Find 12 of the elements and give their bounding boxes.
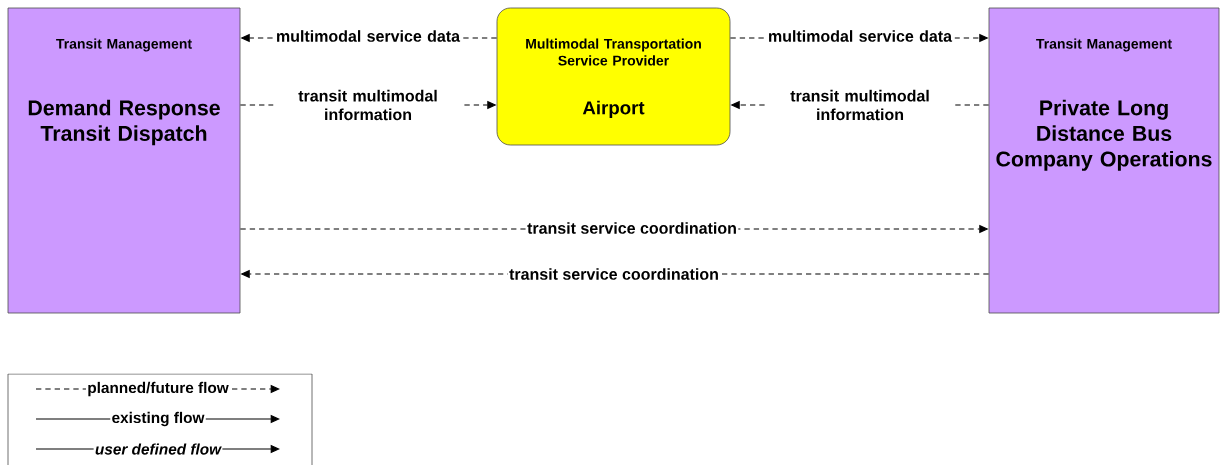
provider-box: Multimodal Transportation Service Provider Airport — [496, 7, 731, 146]
edge-label: transit service coordination — [507, 266, 721, 282]
legend-text: existing flow — [110, 410, 206, 428]
edge-label: multimodal service data — [273, 28, 463, 44]
legend-text: planned/future flow — [85, 380, 231, 398]
edge-label: multimodal service data — [765, 28, 955, 44]
edge-label: transit service coordination — [525, 220, 739, 236]
edge-label: transit multimodal information — [765, 88, 955, 122]
subsystem-box: Transit Management Private Long Distance Bus Company Operations — [988, 7, 1220, 314]
subsystem-box: Transit Management Demand Response Transit Dispatch — [7, 7, 241, 314]
edge-label: transit multimodal information — [273, 88, 463, 122]
legend-text: user defined flow — [93, 442, 223, 456]
